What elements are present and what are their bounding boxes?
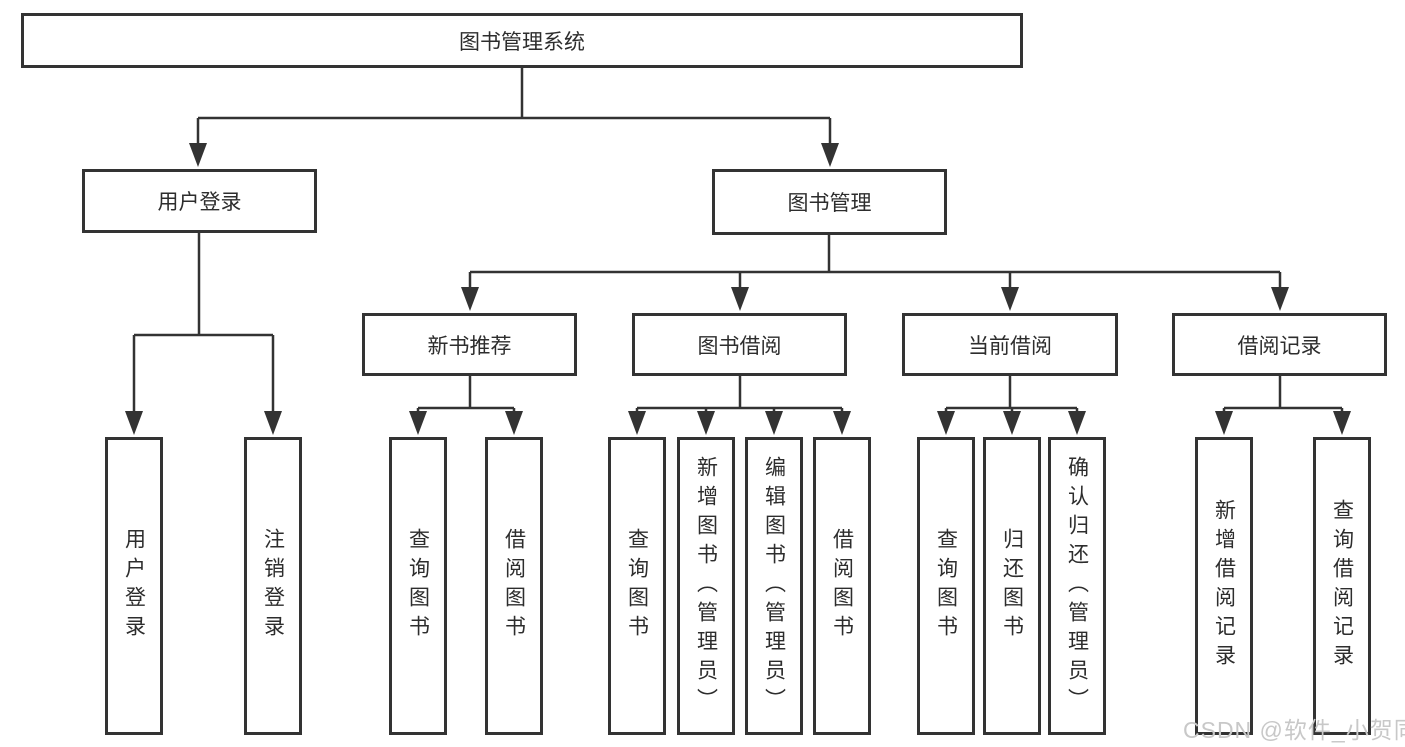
node-root-system: 图书管理系统 [21, 13, 1023, 68]
tree-edges [132, 68, 1344, 415]
leaf-return-books: 归还图书 [983, 437, 1041, 735]
node-new-book-recommend: 新书推荐 [362, 313, 577, 376]
node-borrow-records: 借阅记录 [1172, 313, 1387, 376]
leaf-confirm-return-admin: 确认归还（管理员） [1048, 437, 1106, 735]
node-user-login: 用户登录 [82, 169, 317, 233]
csdn-watermark: CSDN @软件_小贺同学 [1183, 717, 1405, 743]
leaf-recommend-query-books: 查询图书 [389, 437, 447, 735]
node-book-borrow: 图书借阅 [632, 313, 847, 376]
leaf-logout: 注销登录 [244, 437, 302, 735]
node-current-borrow: 当前借阅 [902, 313, 1118, 376]
leaf-edit-books-admin: 编辑图书（管理员） [745, 437, 803, 735]
leaf-add-books-admin: 新增图书（管理员） [677, 437, 735, 735]
leaf-recommend-borrow-books: 借阅图书 [485, 437, 543, 735]
node-book-management: 图书管理 [712, 169, 947, 235]
leaf-add-borrow-record: 新增借阅记录 [1195, 437, 1253, 735]
leaf-query-borrow-record: 查询借阅记录 [1313, 437, 1371, 735]
leaf-user-login: 用户登录 [105, 437, 163, 735]
leaf-borrow-query-books: 查询图书 [608, 437, 666, 735]
leaf-current-query-books: 查询图书 [917, 437, 975, 735]
arrowhead-icons [125, 143, 1351, 435]
leaf-borrow-books: 借阅图书 [813, 437, 871, 735]
